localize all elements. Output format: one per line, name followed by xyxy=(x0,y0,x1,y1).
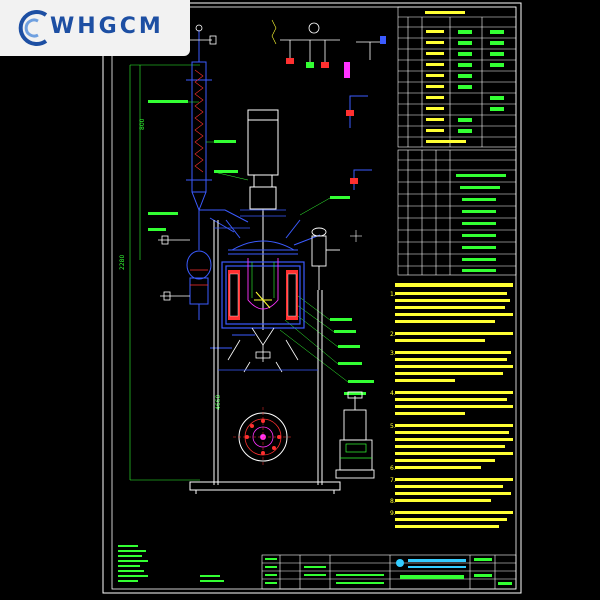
support-crossbar xyxy=(214,227,318,371)
brand-logo-text: WHGCM xyxy=(50,14,164,39)
note-number-7: 7. xyxy=(390,477,396,484)
note-number-6: 6. xyxy=(390,465,396,472)
note-number-4: 4. xyxy=(390,390,396,397)
condenser-column xyxy=(186,30,212,250)
ports-table xyxy=(397,149,517,276)
parts-table xyxy=(397,6,517,148)
title-block-drawing-name xyxy=(400,575,464,579)
detail-valve-colors xyxy=(286,36,386,78)
title-block xyxy=(261,554,517,590)
vacuum-pump-accents xyxy=(340,443,372,459)
side-valves-left xyxy=(158,235,190,301)
leader-labels xyxy=(148,100,374,395)
outer-frame xyxy=(102,2,522,594)
dimension-top-label: 800 xyxy=(139,118,146,130)
reactor-inner-lines xyxy=(251,262,275,298)
title-block-cells xyxy=(265,558,512,585)
note-number-8: 8. xyxy=(390,498,396,505)
reactor-inner-vessel xyxy=(247,258,279,310)
title-block-company-subtitle xyxy=(408,566,466,568)
stirrer-motor xyxy=(247,109,279,330)
detail-coil-fitting xyxy=(271,19,277,45)
discharge-arm xyxy=(210,334,255,349)
brand-logo-mark xyxy=(18,10,48,46)
legend-text-block xyxy=(118,545,224,582)
side-funnel xyxy=(311,227,340,290)
ports-table-marks xyxy=(456,174,506,272)
brand-logo: WHGCM xyxy=(0,0,190,56)
leader-lines xyxy=(188,101,349,383)
parts-table-marks xyxy=(458,30,504,133)
note-number-1: 1. xyxy=(390,291,396,298)
transfer-pipe xyxy=(199,209,249,233)
note-number-5: 5. xyxy=(390,423,396,430)
note-number-2: 2. xyxy=(390,331,396,338)
receiver-flask-accents xyxy=(190,269,208,286)
receiver-flask xyxy=(186,250,212,320)
note-number-9: 9. xyxy=(390,510,396,517)
reactor-jacket xyxy=(221,261,305,329)
cross-marker xyxy=(350,230,362,242)
detail-valve-assembly xyxy=(280,22,384,62)
dimension-overall-height: 2280 xyxy=(119,255,126,270)
top-view-ports xyxy=(245,419,281,455)
dimension-lines xyxy=(129,64,200,481)
reactor-insulation xyxy=(229,273,297,317)
notes-numbers: 1. 2. 3. 4. 5. 6. 7. 8. 9. xyxy=(390,291,396,517)
title-block-company-logo xyxy=(396,559,404,567)
stirrer-blade xyxy=(254,291,272,309)
condenser-coil xyxy=(194,69,204,173)
support-frame xyxy=(189,220,341,494)
title-block-company-name xyxy=(408,559,466,562)
motor-mount xyxy=(240,209,286,217)
top-view-flange xyxy=(233,407,293,467)
parts-table-text-marks xyxy=(425,11,466,143)
technical-notes xyxy=(395,283,513,528)
vacuum-pump xyxy=(335,391,375,479)
detail-elbow-ends xyxy=(346,110,358,184)
reactor-lid xyxy=(225,219,321,255)
note-number-3: 3. xyxy=(390,350,396,357)
